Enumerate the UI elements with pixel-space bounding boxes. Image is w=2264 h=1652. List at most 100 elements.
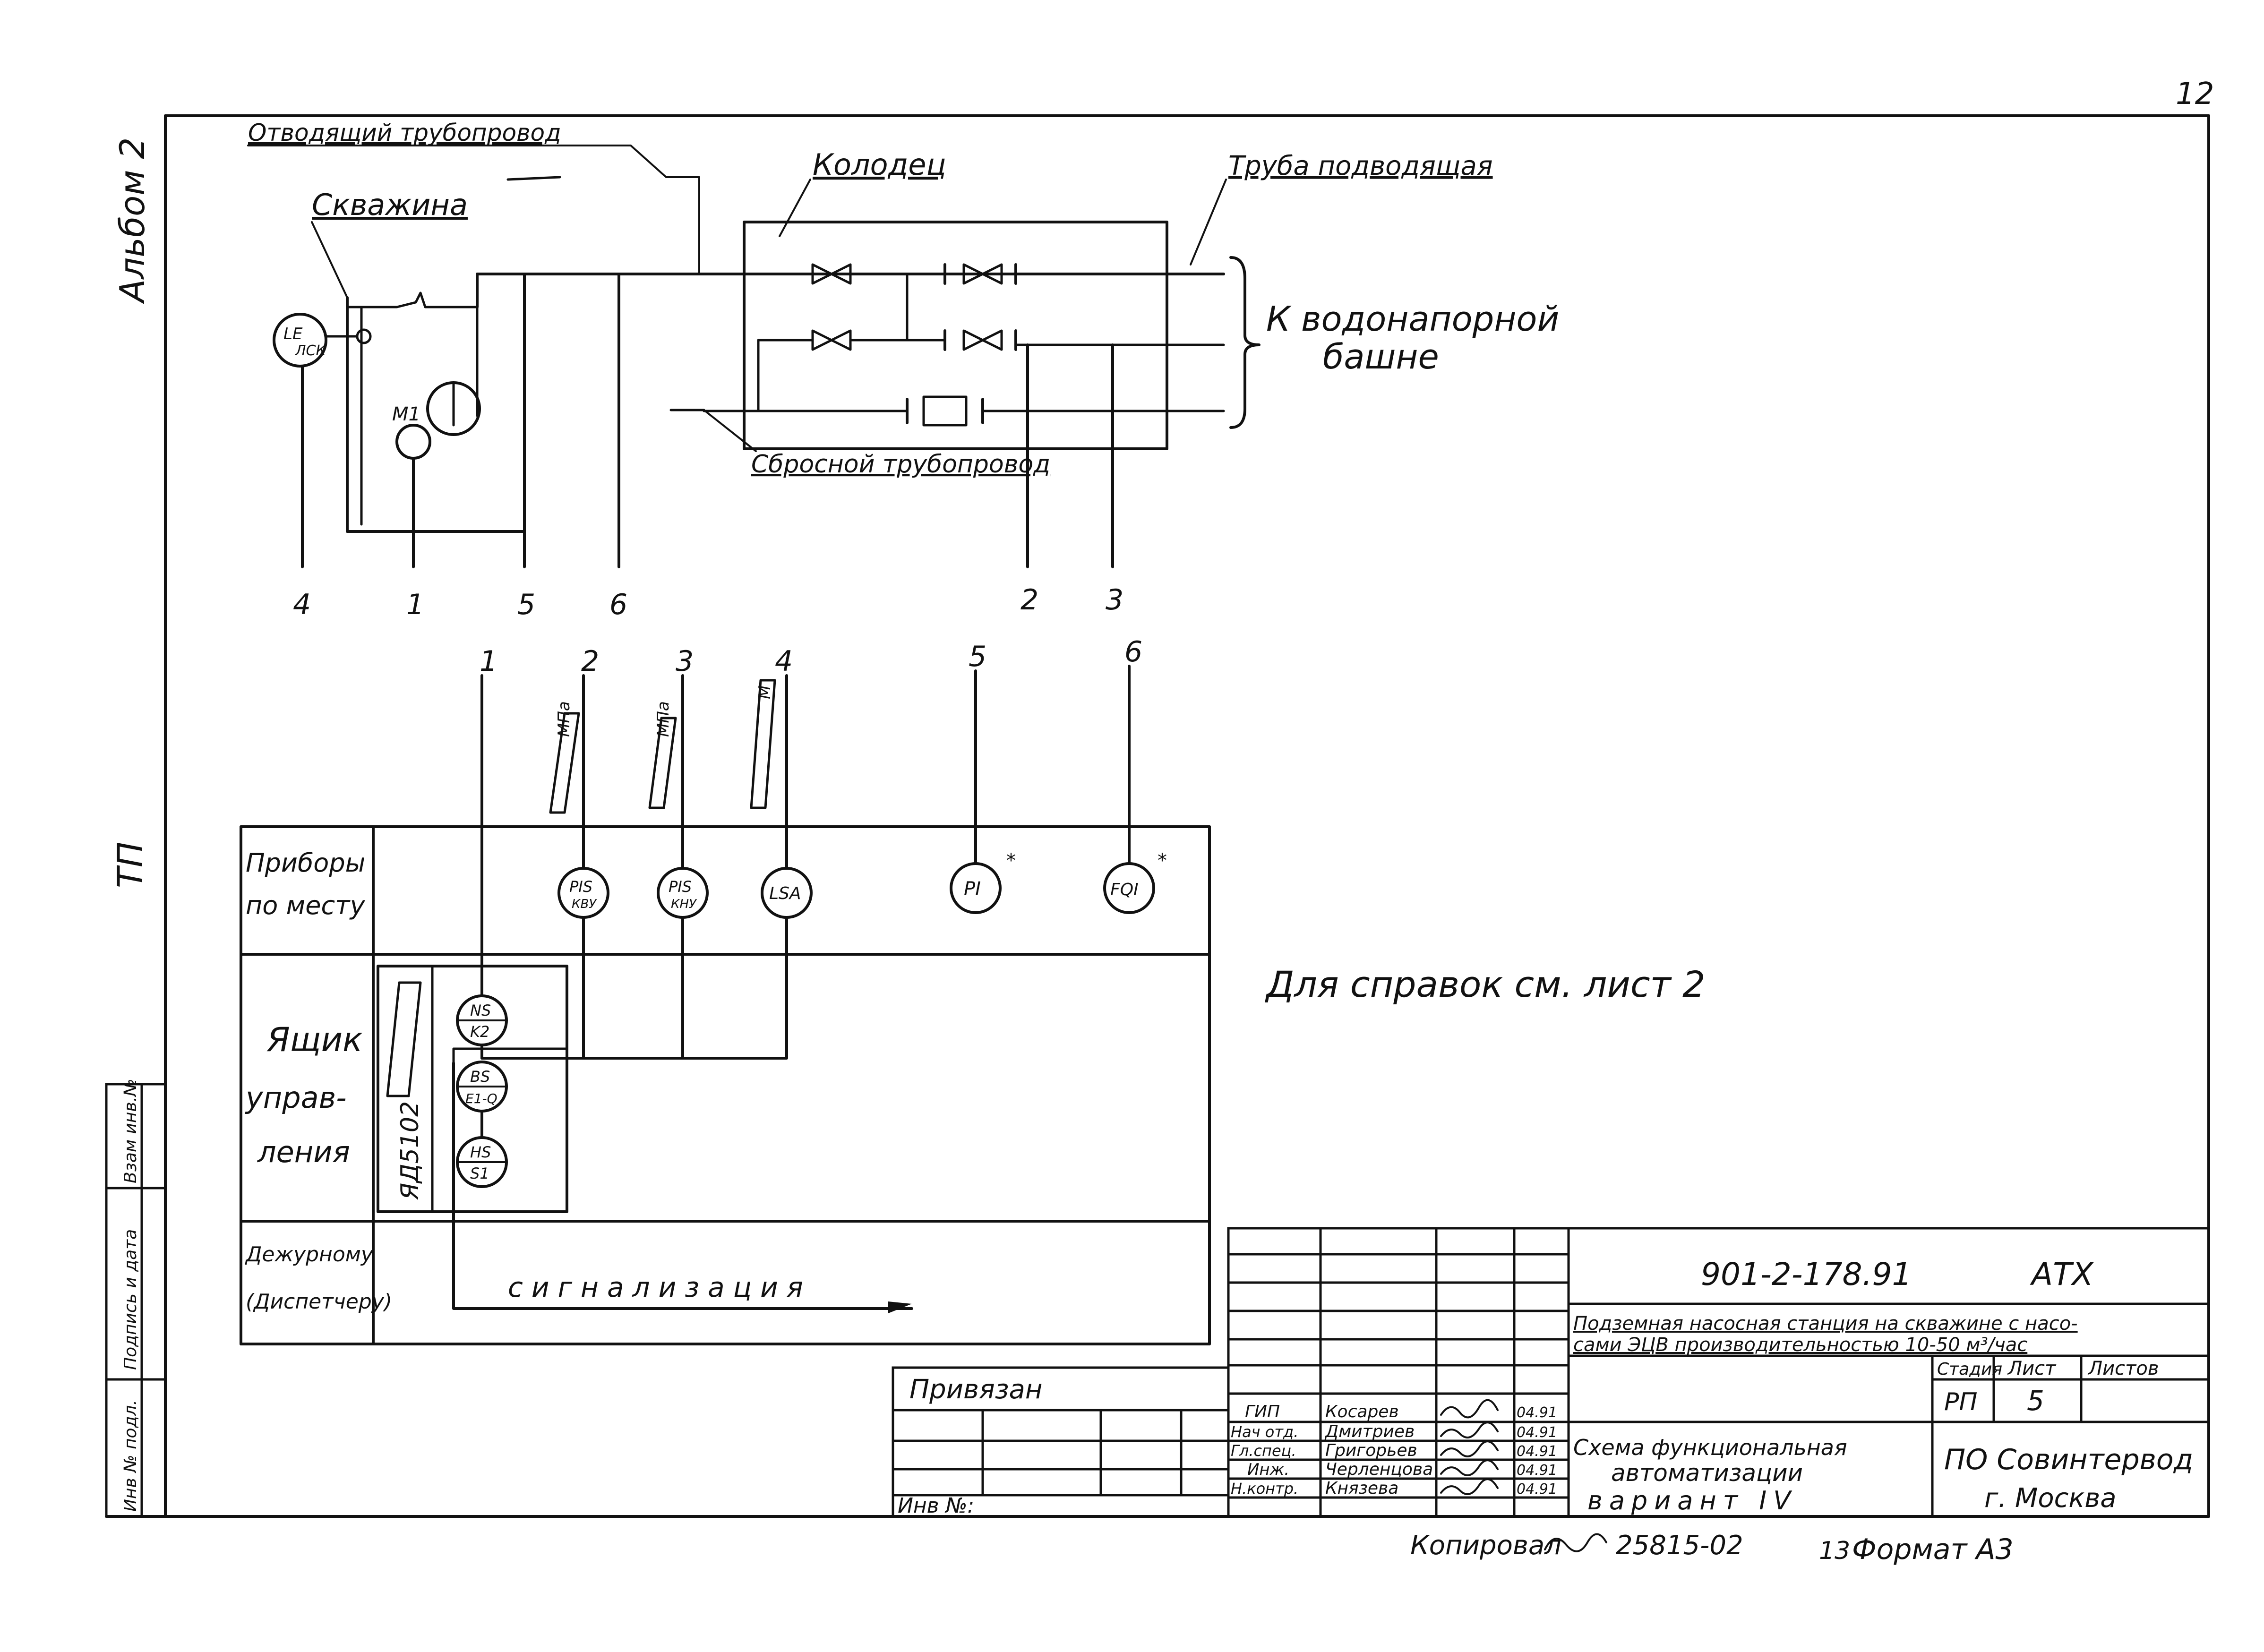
- organization-2: г. Москва: [1984, 1483, 2117, 1514]
- doc-code: 901-2-178.91: [1701, 1256, 1912, 1292]
- actuator-1-tag: МПа: [555, 701, 574, 737]
- sheet-header: Лист: [2007, 1358, 2057, 1379]
- outgoing-pipe-leader: [247, 145, 700, 275]
- signal-label: сигнализация: [508, 1271, 812, 1303]
- line-num-top-4: 4: [293, 588, 311, 621]
- le-probe: [356, 328, 372, 344]
- copier-signature: [1544, 1533, 1607, 1552]
- well-pipe-2a: [757, 339, 814, 412]
- attached-label: Привязан: [909, 1374, 1042, 1405]
- well-chamber: [743, 221, 1168, 450]
- signer-role-4: Инж.: [1247, 1460, 1289, 1479]
- signer-date-5: 04.91: [1517, 1481, 1557, 1498]
- footer-copied: Копировал: [1410, 1530, 1561, 1561]
- signature-2: [1440, 1421, 1499, 1438]
- signer-name-5: Князева: [1325, 1479, 1398, 1498]
- row-box-1: Ящик: [266, 1020, 362, 1059]
- motor-m1: [395, 424, 431, 460]
- fqi-mark: *: [1158, 850, 1167, 872]
- signal-arrow-icon: [888, 1301, 912, 1313]
- title-block: Привязан Инв №: ГИП Косарев 04.91 Нач от…: [892, 1227, 2210, 1518]
- drawing-title-2: автоматизации: [1611, 1459, 1803, 1487]
- bs-e1-top: BS: [470, 1068, 490, 1086]
- signer-name-2: Дмитриев: [1324, 1422, 1415, 1441]
- row-box-3: ления: [257, 1135, 350, 1169]
- footer-order: 25815-02: [1616, 1530, 1743, 1561]
- line-num-top-2: 2: [1021, 583, 1038, 616]
- pis2-top: PIS: [669, 878, 692, 896]
- process-scheme: Отводящий трубопровод Скважина Колодец Т…: [247, 119, 1559, 621]
- hs-s1-top: HS: [470, 1143, 491, 1161]
- line-num-top-6: 6: [609, 588, 627, 621]
- inlet-leader: [1190, 179, 1227, 265]
- signer-date-3: 04.91: [1517, 1443, 1557, 1460]
- fqi-label: FQI: [1110, 880, 1139, 899]
- flow-meter-icon: [922, 395, 968, 427]
- hs-s1-bottom: S1: [470, 1164, 489, 1182]
- pi-mark: *: [1006, 850, 1016, 872]
- signer-date-2: 04.91: [1517, 1424, 1557, 1441]
- actuator-1-icon: [549, 712, 580, 814]
- signer-role-5: Н.контр.: [1231, 1480, 1298, 1498]
- ns-k2-top: NS: [470, 1001, 491, 1019]
- tower-brace: [1229, 256, 1261, 429]
- motor-label: М1: [392, 403, 420, 425]
- pis1-bottom: КВУ: [572, 897, 597, 911]
- pressure-gauge-icon: [950, 862, 1002, 914]
- line-num-mid-4: 4: [775, 645, 793, 678]
- actuator-2-tag: МПа: [654, 701, 673, 737]
- label-discharge: Сбросной трубопровод: [751, 450, 1050, 479]
- reference-note: Для справок см. лист 2: [1265, 963, 1705, 1005]
- signature-5: [1440, 1478, 1499, 1495]
- pi-label: PI: [964, 878, 981, 900]
- line-num-mid-3: 3: [676, 645, 694, 678]
- footer-sheet-index: 13: [1819, 1537, 1850, 1565]
- label-inlet-pipe: Труба подводящая: [1228, 151, 1493, 181]
- series-label: ТП: [110, 842, 150, 888]
- discharge-leader: [705, 411, 757, 452]
- line-num-mid-2: 2: [581, 645, 599, 678]
- signal-output-line: [452, 1061, 913, 1310]
- valve-2-icon: [962, 263, 1003, 285]
- bus-to-lsa: [681, 916, 788, 1060]
- valve-1-icon: [811, 263, 852, 285]
- flow-meter-device-icon: [1103, 862, 1155, 914]
- line-num-mid-1: 1: [480, 645, 497, 678]
- project-title-2: сами ЭЦВ производительностью 10-50 м³/ча…: [1573, 1334, 2027, 1356]
- borehole-top-break: [395, 291, 479, 308]
- label-well: Колодец: [813, 147, 946, 182]
- signer-date-1: 04.91: [1517, 1404, 1557, 1421]
- line-num-top-1: 1: [406, 588, 424, 621]
- box-relay-icon: [386, 981, 422, 1097]
- stage-value: РП: [1944, 1388, 1977, 1416]
- album-label: Альбом 2: [112, 137, 152, 304]
- signer-role-1: ГИП: [1245, 1402, 1280, 1421]
- line-num-top-5: 5: [517, 588, 535, 621]
- row-local-2: по месту: [246, 890, 366, 920]
- signer-role-3: Гл.спец.: [1231, 1442, 1296, 1460]
- signature-1: [1440, 1399, 1499, 1419]
- doc-type: АТХ: [2030, 1256, 2094, 1292]
- page-number: 12: [2176, 77, 2214, 111]
- stamp-sign: Подпись и дата: [121, 1229, 140, 1370]
- stamp-replace: Взам инв.№: [121, 1079, 140, 1183]
- signature-3: [1440, 1440, 1499, 1457]
- drawing-title-3: вариант IV: [1587, 1486, 1797, 1515]
- label-to-tower-2: башне: [1323, 337, 1439, 377]
- valve-4-icon: [962, 329, 1003, 351]
- stamp-inv: Инв № подл.: [121, 1400, 140, 1512]
- label-borehole: Скважина: [312, 188, 468, 222]
- sheets-header: Листов: [2087, 1358, 2159, 1379]
- inv-label: Инв №:: [898, 1494, 974, 1518]
- row-dispatch-1: Дежурному: [245, 1242, 374, 1267]
- project-title: Подземная насосная станция на скважине с…: [1573, 1313, 2078, 1335]
- signature-4: [1440, 1459, 1499, 1476]
- signer-date-4: 04.91: [1517, 1462, 1557, 1479]
- line-num-mid-6: 6: [1124, 635, 1142, 668]
- margin-stamp: Инв № подл. Подпись и дата Взам инв.№: [105, 1079, 167, 1518]
- organization-1: ПО Совинтервод: [1944, 1443, 2193, 1476]
- level-element-icon: [273, 313, 327, 368]
- actuator-3-icon: [750, 679, 776, 809]
